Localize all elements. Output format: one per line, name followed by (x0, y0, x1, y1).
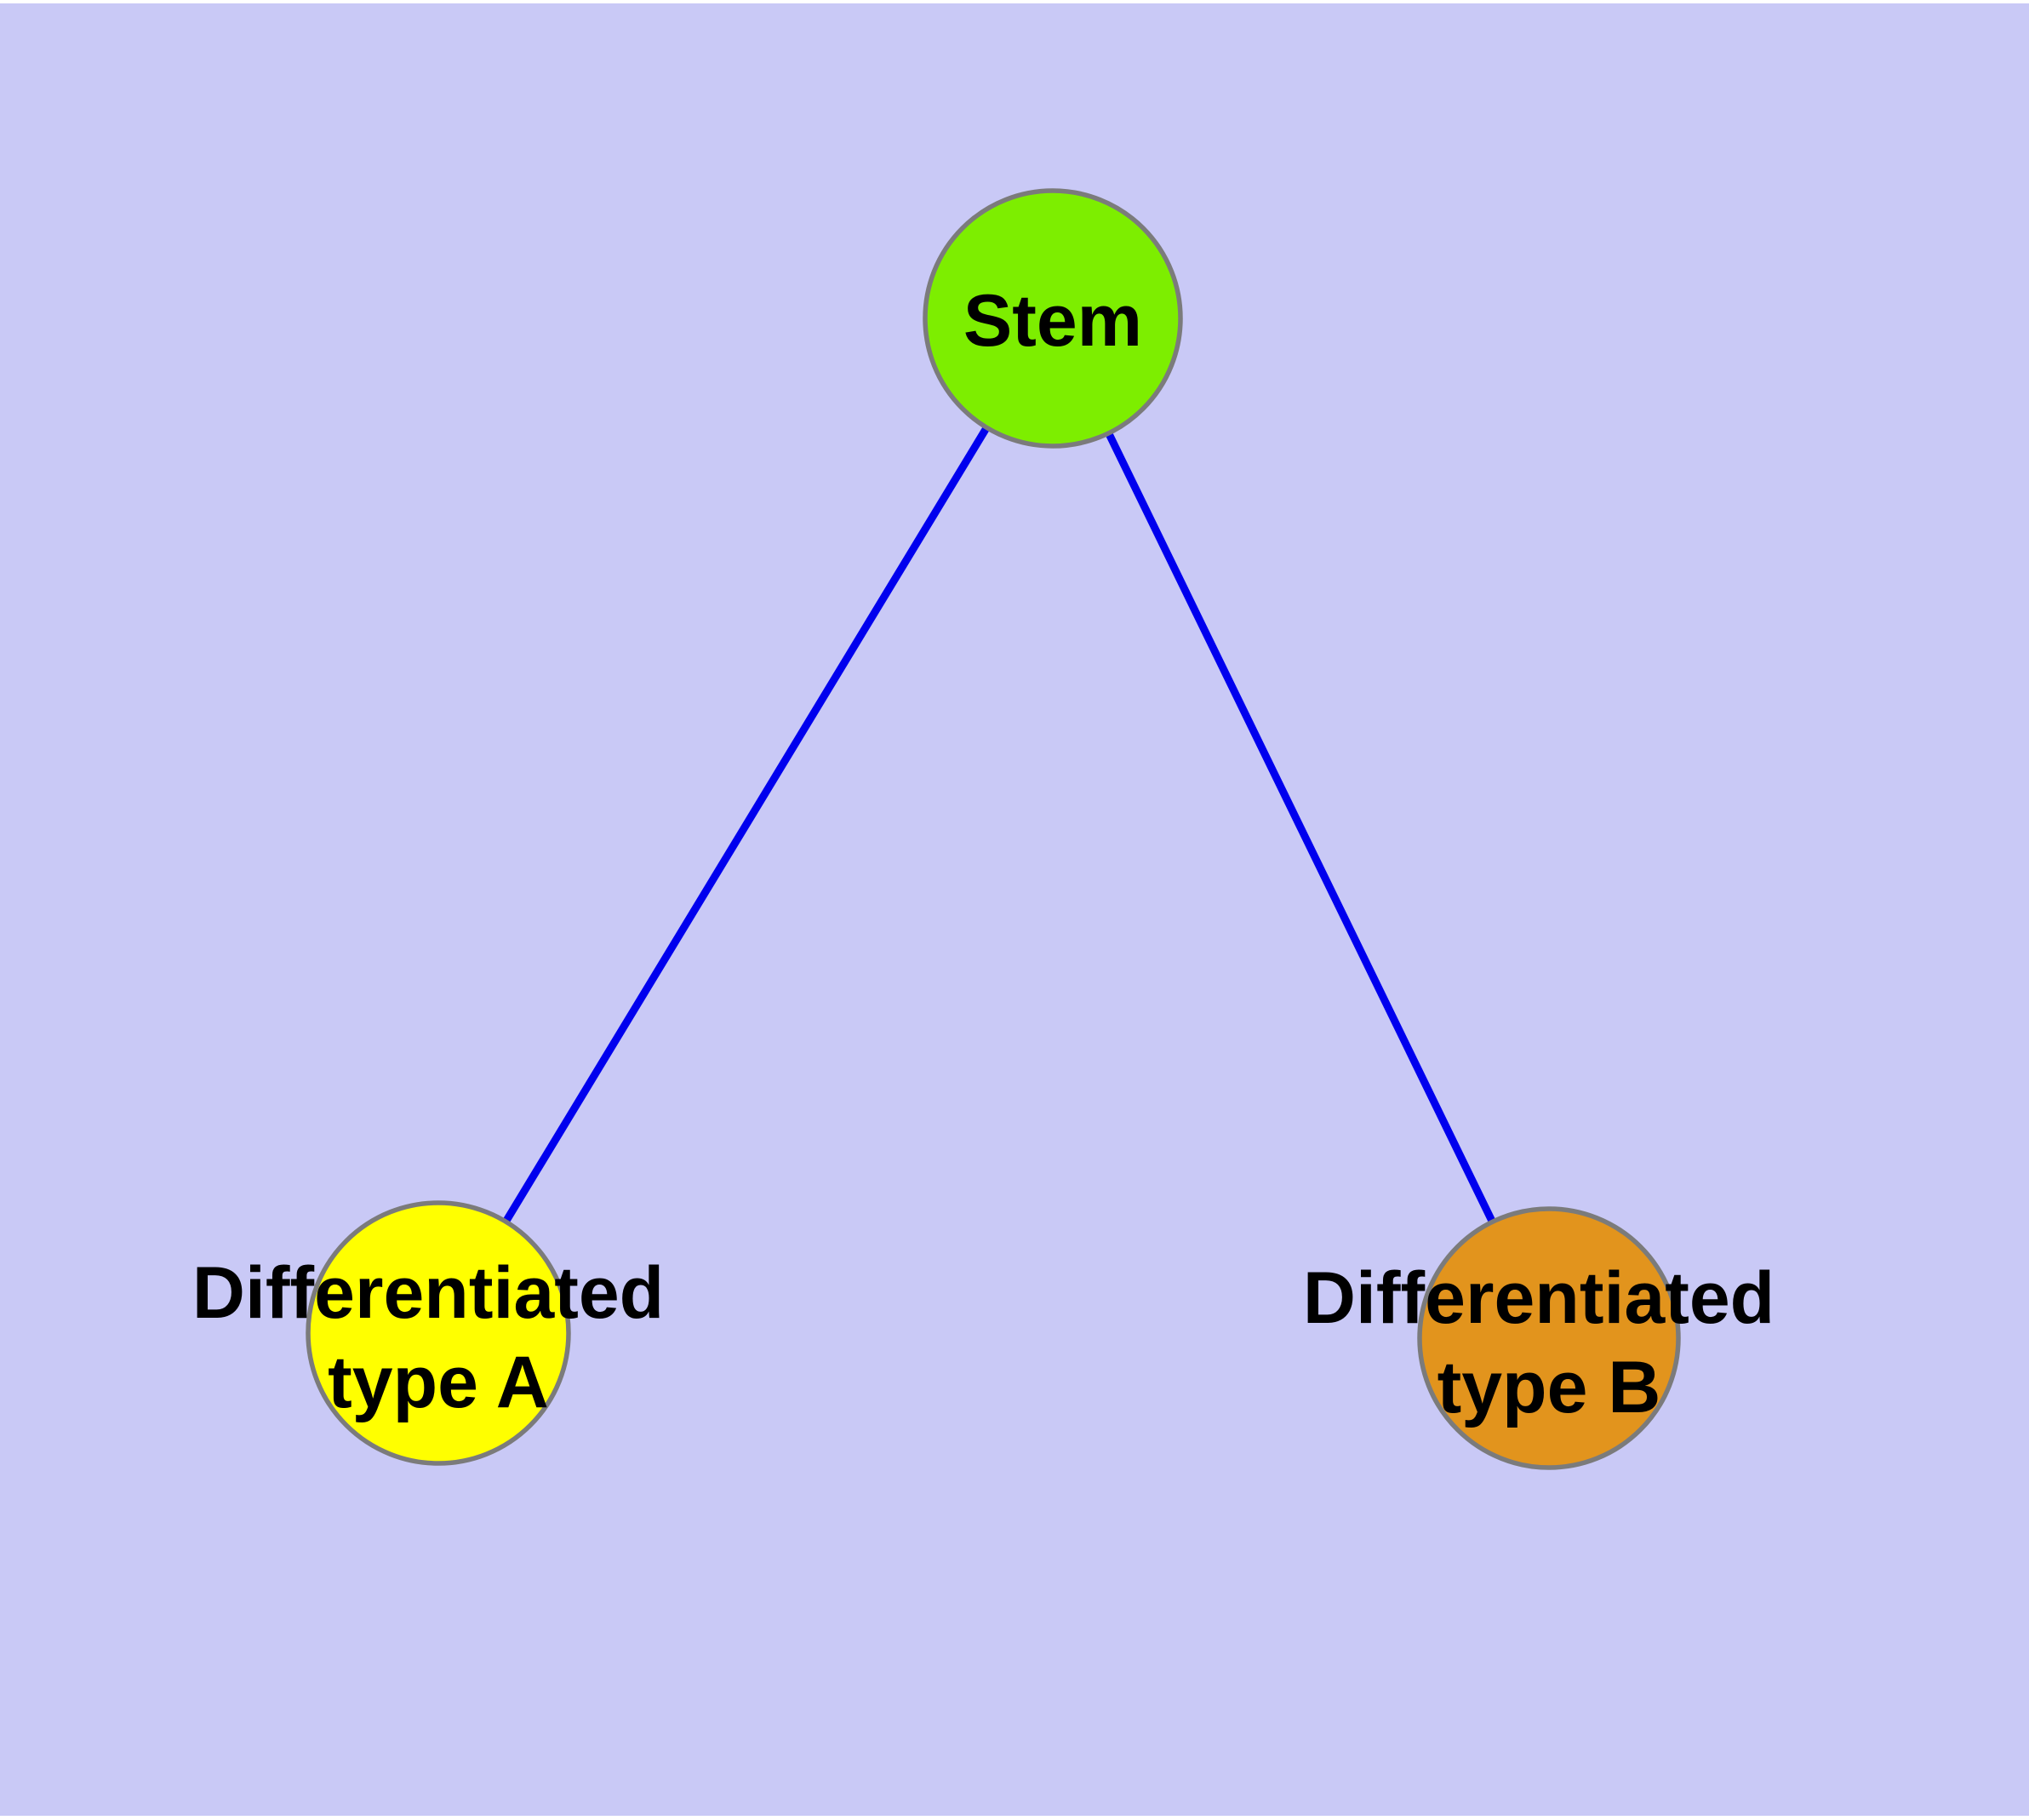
node-differentiated-type-b-label: Differentiated type B (1303, 1257, 1795, 1428)
node-stem-label-line: Stem (963, 280, 1142, 362)
edge-stem-to-type-b (1049, 317, 1553, 1340)
node-differentiated-type-a (306, 1200, 571, 1466)
node-differentiated-type-a-label: Differentiated type A (192, 1252, 684, 1423)
node-type-a-label-line-2: type A (328, 1342, 549, 1423)
edge-stem-to-type-a (435, 316, 1056, 1336)
node-stem (923, 188, 1183, 449)
node-stem-label: Stem (963, 280, 1142, 362)
node-type-b-label-line-1: Differentiated (1303, 1257, 1775, 1339)
node-type-a-label-line-1: Differentiated (192, 1252, 664, 1334)
node-type-b-label-line-2: type B (1437, 1347, 1661, 1428)
node-differentiated-type-b (1417, 1206, 1681, 1470)
